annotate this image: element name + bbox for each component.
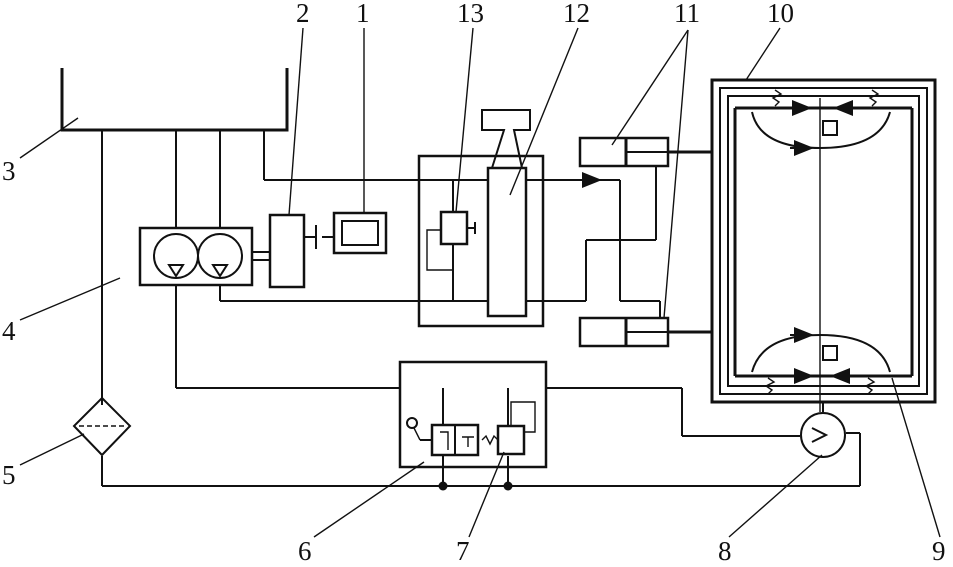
label-11: 11 (674, 0, 700, 28)
label-7: 7 (456, 536, 470, 566)
engine (332, 211, 388, 255)
filter (72, 396, 132, 457)
label-8: 8 (718, 536, 732, 566)
label-10: 10 (767, 0, 794, 28)
leader-lines (19, 27, 941, 538)
upper-wheel-assembly (751, 89, 891, 156)
label-1: 1 (356, 0, 370, 28)
tank (60, 68, 289, 132)
label-9: 9 (932, 536, 946, 566)
double-pump (138, 226, 270, 287)
control-unit (398, 360, 548, 470)
steering-valve (417, 109, 545, 328)
label-5: 5 (2, 460, 16, 490)
label-4: 4 (2, 316, 16, 346)
label-2: 2 (296, 0, 310, 28)
cylinder-upper (578, 136, 712, 168)
motor (800, 402, 846, 458)
frame (710, 78, 937, 412)
label-3: 3 (2, 156, 16, 186)
label-12: 12 (563, 0, 590, 28)
cylinder-lower (578, 316, 712, 348)
label-13: 13 (457, 0, 484, 28)
gearbox (268, 213, 334, 289)
lower-wheel-assembly (751, 327, 891, 395)
label-6: 6 (298, 536, 312, 566)
